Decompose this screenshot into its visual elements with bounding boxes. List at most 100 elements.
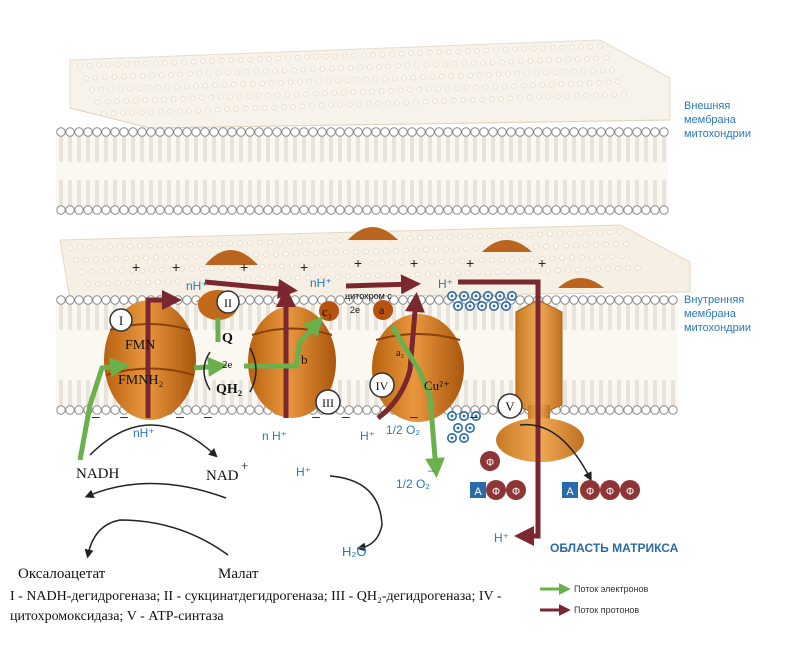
lipid-head <box>609 67 615 73</box>
lipid-head <box>596 80 602 86</box>
lipid-head <box>605 405 615 415</box>
lipid-head <box>273 251 279 257</box>
lipid-head <box>357 64 363 71</box>
lipid-head <box>328 102 334 108</box>
lipid-head <box>545 94 552 100</box>
lipid-head <box>565 267 571 273</box>
lipid-head <box>74 127 84 137</box>
lipid-head <box>308 205 318 215</box>
lipid-head <box>486 72 492 78</box>
lipid-head <box>137 127 147 137</box>
electron-arrow-q-iii <box>244 316 324 369</box>
lipid-head <box>155 279 161 285</box>
lipid-head <box>578 44 584 50</box>
lipid-head <box>326 127 336 137</box>
lipid-head <box>110 295 120 305</box>
lipid-head <box>257 239 263 246</box>
lipid-head <box>262 68 269 74</box>
lipid-head <box>335 205 345 215</box>
lipid-head <box>378 88 385 94</box>
lipid-head <box>290 205 300 215</box>
lipid-head <box>445 85 451 92</box>
lipid-head <box>632 405 642 415</box>
minus-sign: – <box>470 408 478 424</box>
lipid-head <box>237 240 243 246</box>
lipid-head <box>266 56 272 62</box>
lipid-head <box>641 205 651 215</box>
plus-sign: + <box>240 259 248 275</box>
electron-flow <box>77 316 445 478</box>
lipid-head <box>200 58 206 64</box>
lipid-head <box>165 278 171 285</box>
lipid-head <box>479 257 485 264</box>
outer-membrane-label-1: Внешняя <box>684 100 730 112</box>
lipid-head <box>540 45 546 51</box>
minus-sign: – <box>92 408 100 424</box>
lipid-head <box>443 205 453 215</box>
lipid-head <box>479 127 489 137</box>
lipid-head <box>597 43 603 49</box>
lipid-head <box>135 279 141 286</box>
lipid-head <box>389 127 399 137</box>
lipid-head <box>613 241 619 247</box>
cytochrome-c1-label: c₁ <box>322 304 332 319</box>
legend-electron-label: Поток электронов <box>574 584 649 594</box>
lipid-head <box>309 103 315 109</box>
lipid-head <box>423 247 429 253</box>
h-top: H⁺ <box>438 277 453 291</box>
lipid-head <box>587 405 597 415</box>
lipid-head <box>341 89 347 96</box>
lipid-head <box>372 76 379 82</box>
lipid-head <box>427 49 433 56</box>
lipid-head <box>104 98 111 105</box>
lipid-head <box>113 256 119 262</box>
lipid-head <box>146 127 156 137</box>
lipid-head <box>197 241 203 247</box>
lipid-head <box>459 258 465 264</box>
plus-sign: + <box>172 259 180 275</box>
lipid-head <box>164 84 171 90</box>
lipid-head <box>110 205 120 215</box>
lipid-head <box>250 81 256 87</box>
lipid-head <box>429 259 435 265</box>
lipid-head <box>285 55 291 61</box>
lipid-head <box>105 280 111 287</box>
lipid-head <box>545 267 551 274</box>
lipid-head <box>308 295 318 305</box>
lipid-head <box>360 52 367 58</box>
lipid-head <box>167 108 173 115</box>
lipid-head <box>535 268 541 274</box>
lipid-head <box>293 91 300 98</box>
lipid-head <box>268 80 275 86</box>
lipid-head <box>555 93 561 100</box>
lipid-head <box>306 78 313 85</box>
lipid-head <box>621 91 627 97</box>
lipid-head <box>573 242 579 249</box>
lipid-head <box>559 44 565 51</box>
lipid-head <box>394 100 400 106</box>
lipid-head <box>614 405 624 415</box>
lipid-head <box>524 127 534 137</box>
lipid-head <box>129 110 136 116</box>
lipid-head <box>236 205 246 215</box>
lipid-head <box>596 127 606 137</box>
lipid-head <box>375 272 381 279</box>
lipid-head <box>227 127 237 137</box>
plus-sign: + <box>354 255 362 271</box>
lipid-head <box>611 91 618 98</box>
lipid-head <box>123 255 129 262</box>
lipid-head <box>77 63 83 69</box>
complex-ii-numeral: II <box>224 296 232 310</box>
lipid-head <box>487 233 493 239</box>
lipid-head <box>331 90 338 96</box>
lipid-head <box>578 405 588 415</box>
lipid-head <box>619 253 625 259</box>
lipid-head <box>202 82 209 89</box>
lipid-head <box>305 274 311 281</box>
lipid-head <box>173 205 183 215</box>
lipid-head <box>417 50 424 56</box>
lipid-head <box>89 269 95 275</box>
nh-top-1: nH⁺ <box>186 279 208 293</box>
lipid-head <box>308 127 318 137</box>
lipid-head <box>304 54 310 60</box>
